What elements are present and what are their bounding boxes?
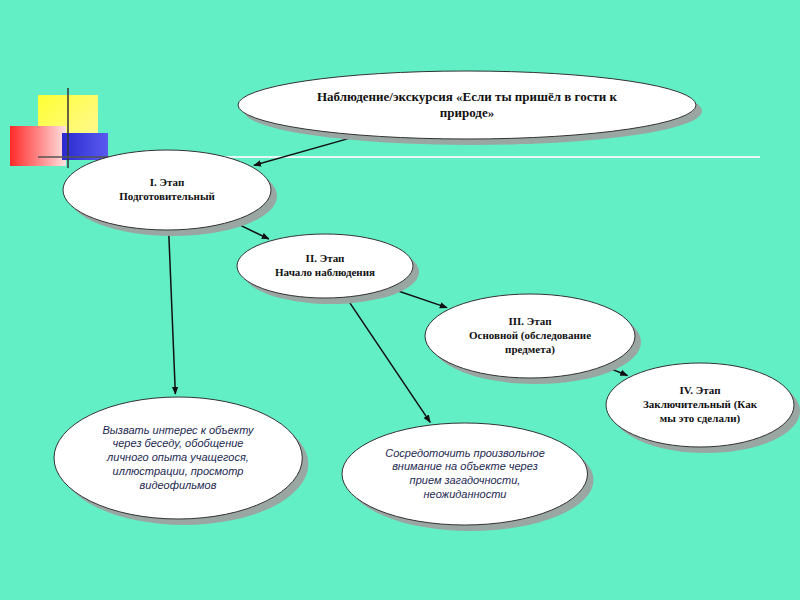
text-block: IV. ЭтапЗаключительный (Как мы это сдела… <box>641 384 759 425</box>
note-ellipse: Сосредоточить произвольное внимание на о… <box>341 422 589 526</box>
node-text: II. Этап <box>272 252 379 266</box>
node-text: IV. Этап <box>641 384 759 398</box>
ellipse-body <box>606 363 794 447</box>
text-holder: Сосредоточить произвольное внимание на о… <box>341 422 589 526</box>
node-text: Заключительный (Как мы это сделали) <box>641 398 759 426</box>
ellipse-body <box>54 397 302 519</box>
ellipse-body <box>342 423 588 525</box>
arrow-connector <box>348 300 431 423</box>
node-text: III. Этап <box>467 315 594 329</box>
horizontal-rule <box>38 156 110 158</box>
stage-ellipse: III. ЭтапОсновной (обследование предмета… <box>424 293 636 379</box>
node-text: Вызвать интерес к объекту через беседу, … <box>91 424 264 493</box>
text-holder: I. ЭтапПодготовительный <box>62 149 272 231</box>
node-text: Наблюдение/экскурсия «Если ты пришёл в г… <box>306 89 628 122</box>
stage-ellipse: I. ЭтапПодготовительный <box>62 149 272 231</box>
arrow-connector <box>392 289 447 308</box>
text-holder: IV. ЭтапЗаключительный (Как мы это сдела… <box>605 362 795 448</box>
ellipse-body <box>237 234 413 298</box>
node-text: Сосредоточить произвольное внимание на о… <box>380 447 551 502</box>
text-block: Наблюдение/экскурсия «Если ты пришёл в г… <box>306 89 628 122</box>
text-block: Сосредоточить произвольное внимание на о… <box>380 447 551 502</box>
ellipse-body <box>425 294 635 378</box>
text-block: II. ЭтапНачало наблюдения <box>272 252 379 280</box>
vertical-rule <box>67 88 69 168</box>
node-text: Основной (обследование предмета) <box>467 329 594 357</box>
blue-square <box>62 133 108 160</box>
text-holder: Наблюдение/экскурсия «Если ты пришёл в г… <box>237 70 697 140</box>
ellipse-body <box>63 150 271 230</box>
text-holder: Вызвать интерес к объекту через беседу, … <box>53 396 303 520</box>
node-text: Начало наблюдения <box>272 266 379 280</box>
text-block: Вызвать интерес к объекту через беседу, … <box>91 424 264 493</box>
arrow-connector <box>254 136 356 165</box>
text-holder: II. ЭтапНачало наблюдения <box>236 233 414 299</box>
stage-ellipse: IV. ЭтапЗаключительный (Как мы это сдела… <box>605 362 795 448</box>
text-block: I. ЭтапПодготовительный <box>95 176 239 204</box>
node-text: Подготовительный <box>95 190 239 204</box>
text-block: III. ЭтапОсновной (обследование предмета… <box>467 315 594 356</box>
red-square <box>10 126 66 166</box>
node-text: I. Этап <box>95 176 239 190</box>
note-ellipse: Вызвать интерес к объекту через беседу, … <box>53 396 303 520</box>
text-holder: III. ЭтапОсновной (обследование предмета… <box>424 293 636 379</box>
title-ellipse: Наблюдение/экскурсия «Если ты пришёл в г… <box>237 70 697 140</box>
ellipse-body <box>238 71 696 139</box>
arrow-connector <box>169 233 176 394</box>
stage-ellipse: II. ЭтапНачало наблюдения <box>236 233 414 299</box>
